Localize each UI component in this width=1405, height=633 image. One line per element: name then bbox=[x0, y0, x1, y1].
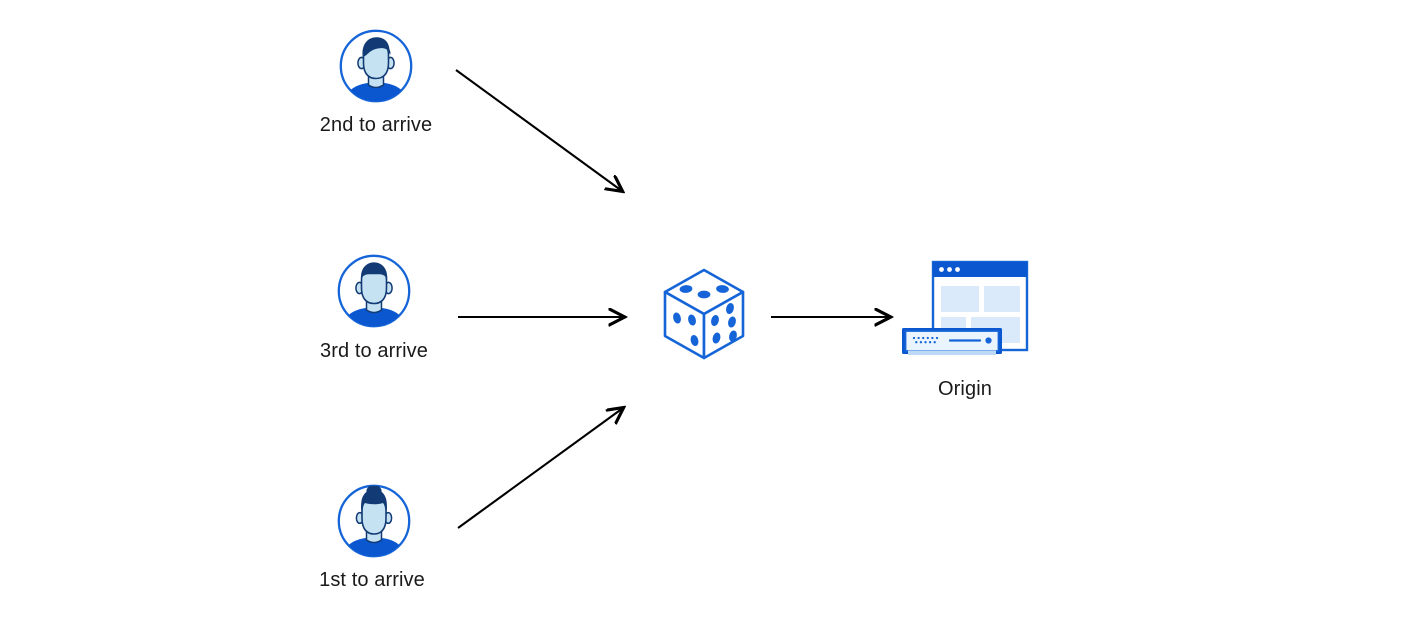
label-origin: Origin bbox=[938, 378, 992, 400]
node-user-2nd[interactable] bbox=[338, 28, 414, 104]
user-avatar-female-icon bbox=[337, 484, 411, 558]
node-user-1st[interactable] bbox=[336, 483, 412, 559]
router-switch-icon bbox=[902, 328, 1002, 355]
user-avatar-icon bbox=[339, 29, 413, 103]
dice-cube-icon bbox=[663, 268, 745, 360]
label-user-1st: 1st to arrive bbox=[319, 569, 425, 591]
origin-server-icon bbox=[902, 260, 1029, 355]
label-user-3rd: 3rd to arrive bbox=[319, 340, 428, 362]
node-user-3rd[interactable] bbox=[336, 253, 412, 329]
arrow-1st-to-dice bbox=[457, 408, 623, 529]
user-avatar-icon bbox=[337, 254, 411, 328]
node-origin[interactable] bbox=[896, 258, 1032, 368]
node-dice[interactable] bbox=[656, 264, 752, 364]
label-user-2nd: 2nd to arrive bbox=[319, 114, 433, 136]
